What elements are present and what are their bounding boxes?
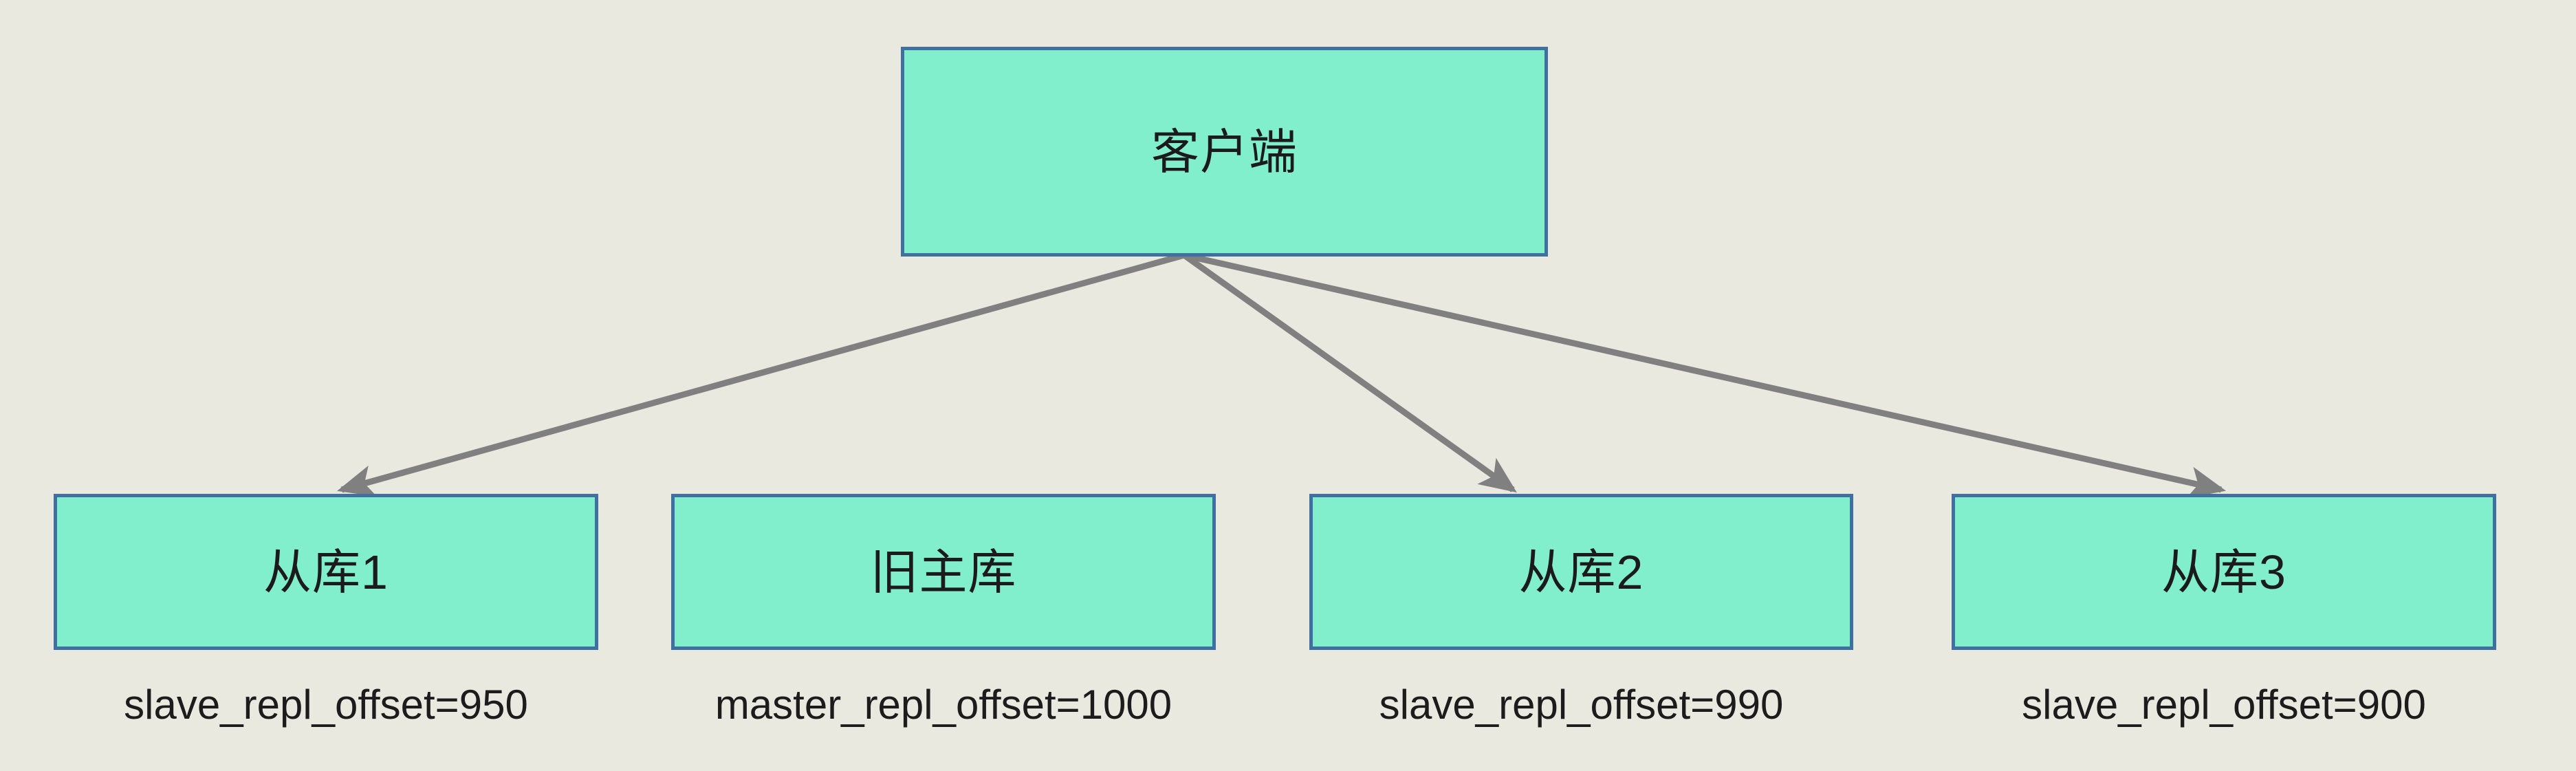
- edge-client-to-slave3: [1183, 252, 2227, 499]
- offset-caption-old-master: master_repl_offset=1000: [714, 682, 1172, 728]
- edge-client-to-slave1: [337, 252, 1186, 497]
- node-slave-2[interactable]: 从库2: [1309, 494, 1853, 650]
- offset-caption-slave-1: slave_repl_offset=950: [124, 682, 528, 728]
- offset-caption-slave-3: slave_repl_offset=900: [2022, 682, 2426, 728]
- edge-client-to-slave2: [1182, 252, 1517, 493]
- node-slave-2-label: 从库2: [1518, 545, 1644, 599]
- node-slave-1[interactable]: 从库1: [54, 494, 598, 650]
- node-old-master-label: 旧主库: [870, 545, 1017, 599]
- node-slave-3-label: 从库3: [2161, 545, 2286, 599]
- node-slave-3[interactable]: 从库3: [1952, 494, 2496, 650]
- node-old-master[interactable]: 旧主库: [671, 494, 1216, 650]
- node-client[interactable]: 客户端: [901, 47, 1548, 257]
- node-client-label: 客户端: [1151, 124, 1298, 179]
- offset-caption-slave-2: slave_repl_offset=990: [1379, 682, 1784, 728]
- node-slave-1-label: 从库1: [263, 545, 389, 599]
